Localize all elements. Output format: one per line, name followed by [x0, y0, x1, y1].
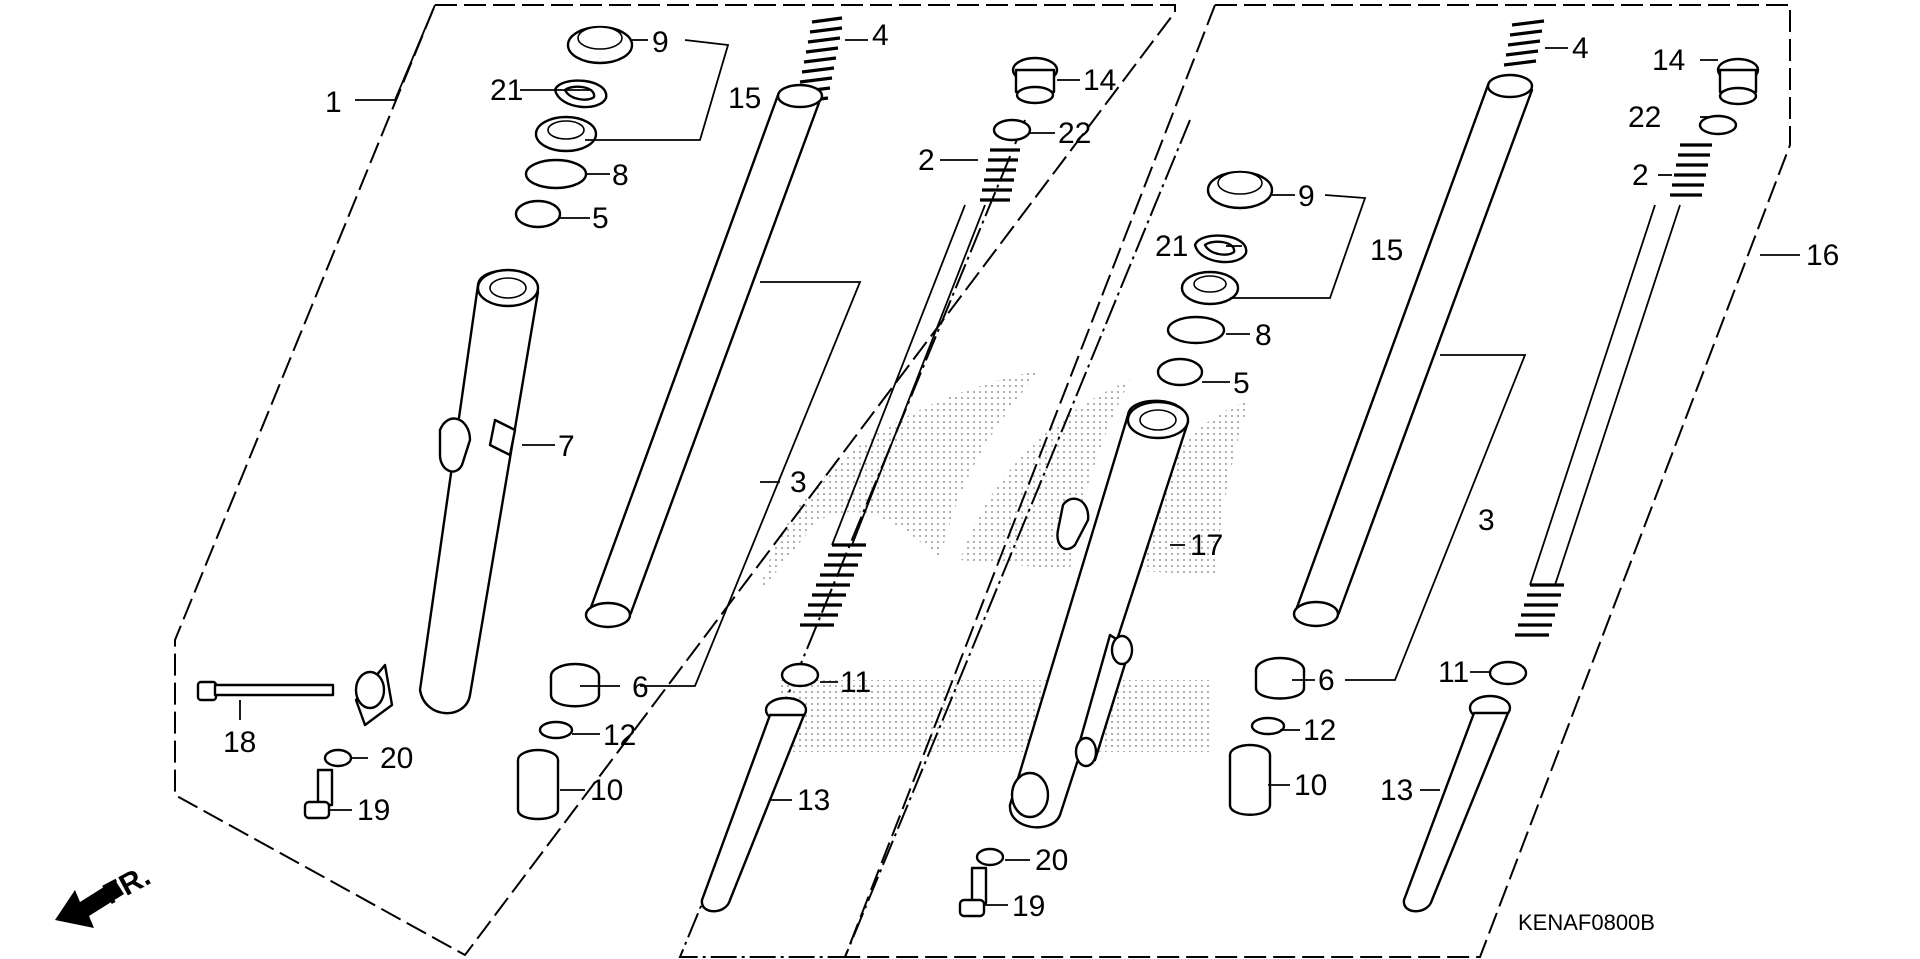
callout-16: 16: [1806, 239, 1839, 272]
callout-6-left: 6: [632, 671, 649, 704]
part-sealing-washer-right: [975, 847, 1005, 867]
callout-10-left: 10: [590, 774, 623, 807]
callouts-right: 4 14 22 2 16 9 21 15 8 5 17 3 6 11 12 10…: [1012, 32, 1839, 923]
part-fork-spring-lower-right: [1515, 583, 1564, 637]
callout-12-left: 12: [603, 719, 636, 752]
part-fork-spring-rod-right: [1529, 204, 1681, 586]
callout-15-left: 15: [728, 82, 761, 115]
part-bushing-right: [1156, 357, 1204, 387]
part-washer-right: [1166, 315, 1226, 345]
front-direction-arrow-icon: [55, 880, 124, 928]
callout-21-left: 21: [490, 74, 523, 107]
part-bolt-left: [196, 680, 335, 702]
callout-11-right: 11: [1438, 656, 1469, 689]
part-fork-bolt-left: [1011, 56, 1059, 105]
callout-10-right: 10: [1294, 769, 1327, 802]
part-bottom-case-right: [1008, 399, 1190, 829]
part-piston-rod-right: [1402, 694, 1512, 913]
part-spring-seat-right: [1488, 660, 1528, 686]
callout-9-right: 9: [1298, 180, 1315, 213]
part-fork-spring-left: [980, 148, 1020, 202]
part-oil-seal-left: [534, 115, 598, 153]
callout-20-left: 20: [380, 742, 413, 775]
part-socket-bolt-left: [303, 768, 334, 820]
part-fork-spring-right: [1670, 143, 1712, 197]
callout-22-right: 22: [1628, 101, 1661, 134]
part-spring-seat-left: [780, 662, 820, 688]
part-fork-pipe-right: [1292, 73, 1534, 628]
part-dust-seal-left: [566, 25, 634, 65]
part-slider-bushing-right: [1228, 743, 1272, 816]
part-fork-pipe-left: [584, 83, 824, 629]
callouts-left: 1 9 21 15 8 5 4 14 22 2 7 3 6 11 12 10 1…: [223, 19, 1116, 827]
left-assembly-outline: [174, 4, 1176, 957]
callout-5-right: 5: [1233, 367, 1250, 400]
callout-15-right: 15: [1370, 234, 1403, 267]
part-piston-rod-left: [700, 696, 808, 913]
callout-5-left: 5: [592, 202, 609, 235]
right-assembly-outline: [843, 4, 1791, 958]
callout-8-right: 8: [1255, 319, 1272, 352]
diagram-code: KENAF0800B: [1518, 910, 1655, 935]
part-circlip-right: [1250, 716, 1286, 736]
callout-12-right: 12: [1303, 714, 1336, 747]
callout-20-right: 20: [1035, 844, 1068, 877]
callout-13-right: 13: [1380, 774, 1413, 807]
callout-22-left: 22: [1058, 117, 1091, 150]
callout-7: 7: [558, 430, 575, 463]
part-o-ring-right: [1698, 114, 1738, 136]
callout-6-right: 6: [1318, 664, 1335, 697]
callout-11-left: 11: [840, 666, 871, 699]
part-fork-spring-lower-left: [800, 543, 866, 627]
callout-17: 17: [1190, 529, 1223, 562]
callout-4-left: 4: [872, 19, 889, 52]
part-o-ring-left: [992, 118, 1032, 142]
callout-14-left: 14: [1083, 64, 1116, 97]
callout-2-right: 2: [1632, 159, 1649, 192]
leader-lines: [239, 4, 1800, 906]
part-dust-seal-right: [1206, 170, 1274, 210]
callout-13-left: 13: [797, 784, 830, 817]
part-bottom-case-left: [354, 268, 540, 727]
part-bushing-left: [514, 199, 562, 229]
part-slider-bushing-left: [516, 748, 560, 821]
left-assembly-inner-outline: [678, 119, 1191, 958]
callout-18: 18: [223, 726, 256, 759]
callout-9-left: 9: [652, 26, 669, 59]
callout-4-right: 4: [1572, 32, 1589, 65]
part-clip-right: [1193, 234, 1248, 264]
part-oil-seal-right: [1180, 270, 1240, 306]
part-piston-ring-right: [1254, 656, 1306, 700]
callout-21-right: 21: [1155, 230, 1188, 263]
callout-19-right: 19: [1012, 890, 1045, 923]
callout-8-left: 8: [612, 159, 629, 192]
part-socket-bolt-right: [958, 866, 988, 918]
callout-3-left: 3: [790, 466, 807, 499]
part-fork-spring-top-right: [1503, 19, 1545, 67]
part-fork-bolt-right: [1716, 57, 1760, 106]
part-sealing-washer-left: [323, 748, 353, 768]
part-fork-spring-rod-left: [831, 204, 986, 546]
part-clip-left: [553, 79, 608, 109]
callout-2-left: 2: [918, 144, 935, 177]
callout-14-right: 14: [1652, 44, 1685, 77]
part-washer-left: [524, 158, 588, 190]
callout-1: 1: [325, 86, 342, 119]
part-piston-ring-left: [549, 662, 601, 708]
callout-19-left: 19: [357, 794, 390, 827]
callout-3-right: 3: [1478, 504, 1495, 537]
part-circlip-left: [538, 720, 574, 740]
front-direction-indicator: FR.: [55, 859, 156, 928]
